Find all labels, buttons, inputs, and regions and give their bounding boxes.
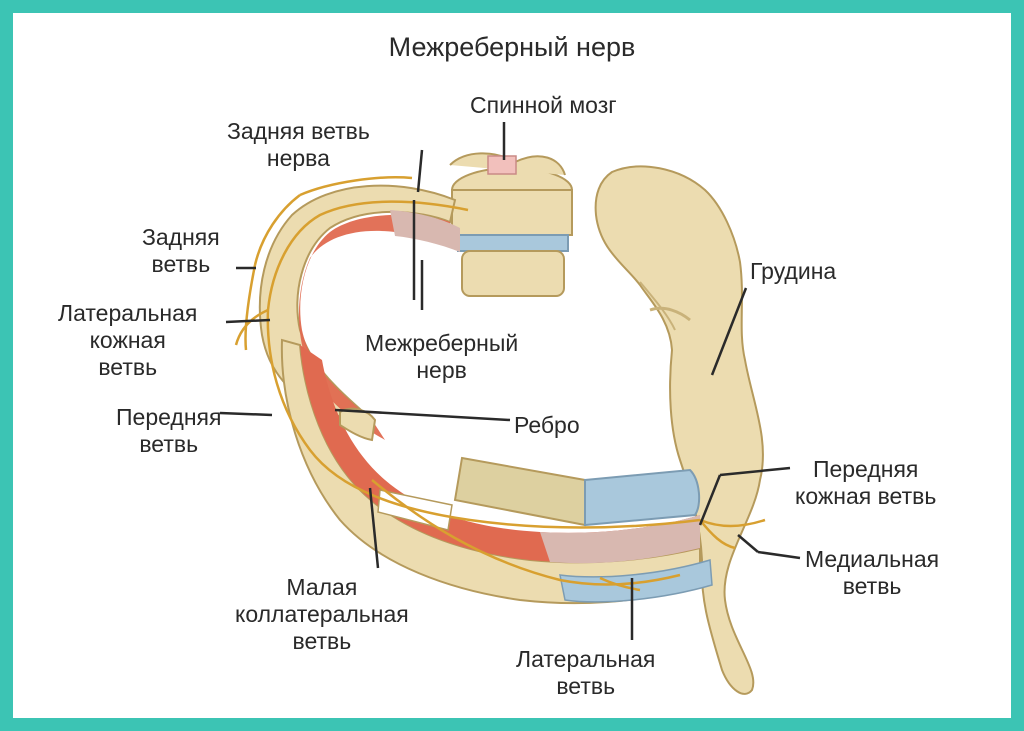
label-lateral-branch: Латеральная ветвь [516, 646, 656, 699]
leader-lines [219, 122, 801, 640]
label-lateral-cutaneous-branch: Латеральная кожная ветвь [58, 300, 198, 380]
sternum-bone [594, 165, 764, 695]
label-sternum: Грудина [750, 258, 837, 284]
nerve-paths [234, 176, 766, 592]
label-small-collateral-branch: Малая коллатеральная ветвь [235, 574, 409, 654]
label-medial-branch: Медиальная ветвь [805, 546, 940, 599]
label-anterior-branch: Передняя ветвь [116, 404, 222, 457]
label-intercostal-nerve: Межреберный нерв [365, 330, 519, 383]
vertebrae [449, 152, 573, 297]
diagram-title: Межреберный нерв [388, 32, 636, 62]
rib-segment [339, 407, 701, 531]
label-rib: Ребро [514, 412, 580, 438]
label-posterior-branch-nerve: Задняя ветвь нерва [227, 118, 370, 171]
intercostal-muscle-upper [298, 210, 460, 440]
label-posterior-branch: Задняя ветвь [142, 224, 220, 277]
label-anterior-cutaneous-branch: Передняя кожная ветвь [795, 456, 937, 509]
label-spinal-cord: Спинной мозг [470, 92, 617, 118]
